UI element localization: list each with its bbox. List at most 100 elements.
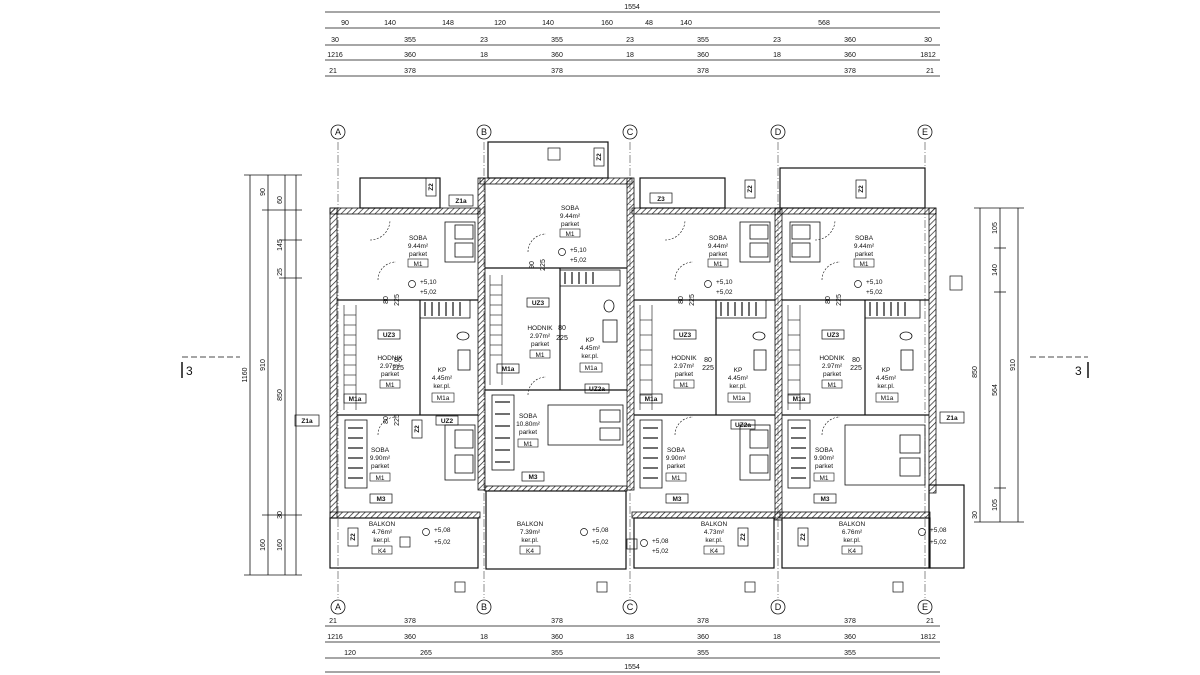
room-code-box — [853, 258, 875, 268]
room-name: SOBA — [709, 235, 728, 242]
level-value: +5,02 — [930, 539, 947, 546]
dim-total-bottom: 1554 — [624, 664, 640, 671]
dim: 360 — [697, 52, 709, 59]
dim: 1216 — [327, 634, 343, 641]
tag-label: M3 — [672, 496, 681, 503]
room-code: M1 — [375, 475, 384, 482]
dim: 18 — [773, 52, 781, 59]
dim: 30 — [924, 37, 932, 44]
room-name: KP — [734, 367, 743, 374]
dim: 378 — [697, 68, 709, 75]
room-code: M1 — [671, 475, 680, 482]
dim: 60 — [277, 196, 284, 204]
room-name: SOBA — [667, 447, 686, 454]
dim: 48 — [645, 20, 653, 27]
dim: 360 — [404, 634, 416, 641]
room-name: SOBA — [519, 413, 538, 420]
axis-label-a: A — [335, 602, 341, 612]
room-code-box — [517, 438, 539, 448]
tag-label: Z1a — [455, 198, 467, 205]
dim: 80 — [558, 325, 566, 332]
room-code: M1a — [585, 365, 598, 372]
dim: 80 — [852, 357, 860, 364]
dim: 18 — [626, 634, 634, 641]
dim: 225 — [836, 294, 843, 306]
dim: 1812 — [920, 634, 936, 641]
room-code: M1a — [881, 395, 894, 402]
room-code-box — [707, 258, 729, 268]
room-floor: ker.pl. — [581, 353, 599, 360]
room-code-box — [665, 472, 687, 482]
room-area: 2.97m² — [380, 363, 401, 370]
dim: 355 — [551, 650, 563, 657]
room-code-box — [673, 379, 695, 389]
level-value: +5,02 — [420, 289, 437, 296]
dim: 360 — [551, 52, 563, 59]
room-code: M1 — [819, 475, 828, 482]
dim: 378 — [844, 618, 856, 625]
dim: 140 — [542, 20, 554, 27]
room-code: M1 — [679, 382, 688, 389]
room-name: SOBA — [371, 447, 390, 454]
room-area: 9.44m² — [854, 243, 875, 250]
room-code: M1 — [827, 382, 836, 389]
tag-label: M3 — [820, 496, 829, 503]
tag-label: M1a — [645, 396, 658, 403]
dim: 80 — [383, 416, 390, 424]
tag-label: M1a — [502, 366, 515, 373]
room-code-box — [371, 545, 393, 555]
dim: 140 — [992, 264, 999, 276]
axis-label-d: D — [775, 602, 782, 612]
tag-label: Z2 — [414, 425, 421, 433]
room-area: 10.80m² — [516, 421, 541, 428]
room-code: K4 — [710, 548, 718, 555]
level-value: +5,08 — [652, 538, 669, 545]
right-dimension-lines — [974, 207, 1024, 523]
room-name: KP — [438, 367, 447, 374]
dim: 355 — [404, 37, 416, 44]
level-value: +5,02 — [652, 548, 669, 555]
room-area: 4.45m² — [876, 375, 897, 382]
dim: 568 — [818, 20, 830, 27]
dim-total-top: 1554 — [624, 4, 640, 11]
dim: 80 — [704, 357, 712, 364]
level-icon — [558, 248, 566, 256]
level-value: +5,02 — [866, 289, 883, 296]
tag-label: Z2 — [800, 533, 807, 541]
room-area: 4.45m² — [432, 375, 453, 382]
dim: 378 — [697, 618, 709, 625]
room-area: 9.44m² — [408, 243, 429, 250]
room-code: M1 — [565, 231, 574, 238]
room-area: 2.97m² — [530, 333, 551, 340]
dim: 80 — [678, 296, 685, 304]
dim: 225 — [394, 414, 401, 426]
tag-label: Z3 — [657, 196, 665, 203]
tag-label: UZ3 — [532, 300, 545, 307]
room-floor: parket — [371, 463, 389, 470]
dim: 80 — [383, 296, 390, 304]
room-floor: ker.pl. — [521, 537, 539, 544]
level-value: +5,10 — [570, 247, 587, 254]
room-name: BALKON — [839, 521, 866, 528]
tag-label: Z2 — [858, 185, 865, 193]
level-value: +5,10 — [420, 279, 437, 286]
level-value: +5,02 — [434, 539, 451, 546]
dim: 21 — [329, 618, 337, 625]
dim: 80 — [394, 357, 402, 364]
left-dimension-text: 1160 910 850 90 60 145 160 160 30 25 — [242, 188, 284, 551]
dim: 21 — [926, 68, 934, 75]
dim: 910 — [260, 359, 267, 371]
axis-label-b: B — [481, 127, 487, 137]
door-dimensions: 80 225 80 225 80 225 90 225 80 225 80 22… — [383, 259, 862, 426]
dim: 160 — [260, 539, 267, 551]
dim: 355 — [844, 650, 856, 657]
level-icon — [422, 528, 430, 536]
dim: 910 — [1010, 359, 1017, 371]
room-area: 9.44m² — [560, 213, 581, 220]
room-code-box — [821, 379, 843, 389]
room-name: SOBA — [409, 235, 428, 242]
room-code-box — [813, 472, 835, 482]
room-code-box — [519, 545, 541, 555]
dim: 360 — [697, 634, 709, 641]
dim: 160 — [601, 20, 613, 27]
